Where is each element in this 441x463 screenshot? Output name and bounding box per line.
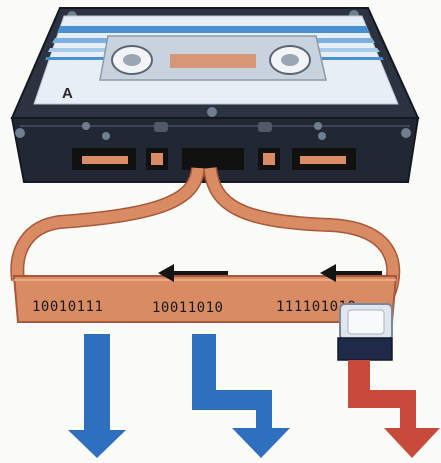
screw-icon [15,128,25,138]
bit-group: 10011010 [152,300,223,316]
screw-icon [401,128,411,138]
blue-arrow-stepped [192,334,290,458]
blue-arrow-straight [68,334,126,458]
side-label: A [62,85,73,102]
magnetic-tape: 10010111 10011010 111101010 [14,168,396,322]
bit-group: 10010111 [32,299,103,315]
red-arrow-stepped [348,360,440,458]
cassette-shell: A [12,8,418,182]
tape-head-icon [338,304,392,360]
